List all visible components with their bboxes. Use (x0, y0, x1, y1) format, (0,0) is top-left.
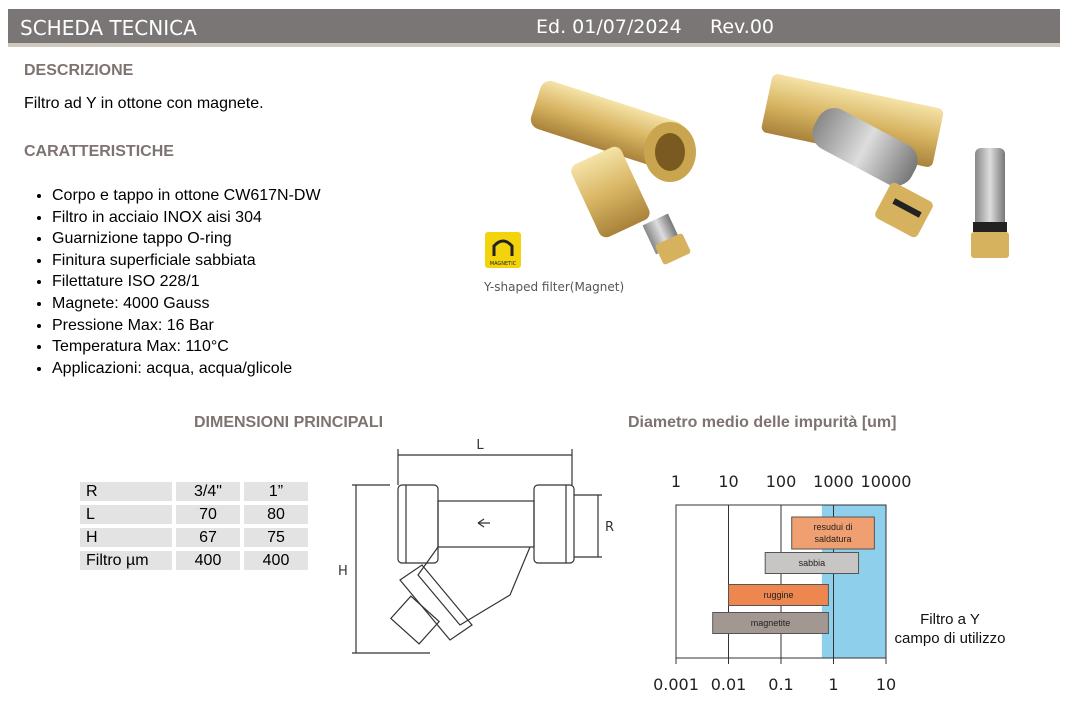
list-item: Pressione Max: 16 Bar (52, 315, 321, 337)
technical-drawing: L R H (338, 438, 614, 654)
valve-cutaway-photo (761, 74, 944, 238)
list-item: Guarnizione tappo O-ring (52, 228, 321, 250)
bar (712, 612, 829, 634)
svg-text:MAGNETIC: MAGNETIC (490, 261, 517, 267)
table-cell: Filtro µm (80, 551, 172, 570)
bar-label: ruggine (763, 590, 793, 600)
table-cell: R (80, 482, 172, 501)
magnet-plug-photo (971, 148, 1009, 258)
table-cell: 67 (176, 528, 240, 547)
dimensions-heading: DIMENSIONI PRINCIPALI (194, 414, 384, 431)
list-item: Finitura superficiale sabbiata (52, 250, 321, 272)
dimension-label-L: L (476, 438, 484, 453)
list-item: Filtro in acciaio INOX aisi 304 (52, 207, 321, 229)
table-cell: H (80, 528, 172, 547)
top-tick-label: 10 (718, 472, 738, 491)
chart-annotation: Filtro a Y (920, 611, 980, 628)
list-item: Temperatura Max: 110°C (52, 336, 321, 358)
header-bar: SCHEDA TECNICA Ed. 01/07/2024 Rev.00 (8, 9, 1060, 43)
edition-date: Ed. 01/07/2024 (536, 16, 682, 38)
dimension-label-H: H (338, 564, 348, 579)
list-item: Magnete: 4000 Gauss (52, 293, 321, 315)
top-tick-label: 1000 (813, 472, 854, 491)
bar (764, 552, 860, 574)
table-row: R 3/4" 1” (80, 482, 308, 501)
bottom-tick-label: 0.1 (768, 675, 793, 694)
top-tick-label: 1 (671, 472, 681, 491)
product-photos: MAGNETIC (485, 74, 1009, 268)
table-row: H 67 75 (80, 528, 308, 547)
bar-label: magnetite (751, 618, 791, 628)
valve-photo (530, 80, 696, 265)
table-cell: L (80, 505, 172, 524)
bottom-tick-label: 0.01 (711, 675, 747, 694)
list-item: Filettature ISO 228/1 (52, 271, 321, 293)
bar-label: sabbia (799, 558, 826, 568)
table-cell: 400 (176, 551, 240, 570)
table-cell: 400 (244, 551, 308, 570)
document-title: SCHEDA TECNICA (20, 16, 197, 40)
top-tick-label: 10000 (861, 472, 912, 491)
bar-label: resudui di (814, 522, 853, 532)
revision: Rev.00 (710, 16, 775, 38)
bar (791, 516, 875, 550)
chart-title: Diametro medio delle impurità [um] (628, 414, 897, 431)
description-text: Filtro ad Y in ottone con magnete. (24, 95, 264, 112)
table-row: Filtro µm 400 400 (80, 551, 308, 570)
header-underline (8, 43, 1060, 47)
bar (728, 584, 829, 606)
features-heading: CARATTERISTICHE (24, 143, 174, 160)
bottom-tick-label: 10 (876, 675, 896, 694)
table-cell: 80 (244, 505, 308, 524)
list-item: Corpo e tappo in ottone CW617N-DW (52, 185, 321, 207)
table-cell: 1” (244, 482, 308, 501)
bar-label: saldatura (815, 534, 852, 544)
product-caption: Y-shaped filter(Magnet) (484, 280, 625, 294)
magnetic-badge: MAGNETIC (485, 232, 521, 268)
table-cell: 75 (244, 528, 308, 547)
impurity-chart: 1 10 100 1000 10000 0.001 0.01 0.1 1 10 resudui di… (653, 472, 1006, 694)
table-cell: 70 (176, 505, 240, 524)
chart-annotation: campo di utilizzo (895, 630, 1006, 647)
dimension-label-R: R (605, 520, 614, 535)
bottom-tick-label: 1 (828, 675, 838, 694)
dimensions-table: R 3/4" 1” L 70 80 H 67 75 Filtro µm 400 … (76, 478, 312, 574)
features-list: Corpo e tappo in ottone CW617N-DW Filtro… (28, 185, 321, 379)
table-cell: 3/4" (176, 482, 240, 501)
description-heading: DESCRIZIONE (24, 62, 134, 79)
list-item: Applicazioni: acqua, acqua/glicole (52, 358, 321, 380)
top-tick-label: 100 (766, 472, 797, 491)
table-row: L 70 80 (80, 505, 308, 524)
bottom-tick-label: 0.001 (653, 675, 699, 694)
